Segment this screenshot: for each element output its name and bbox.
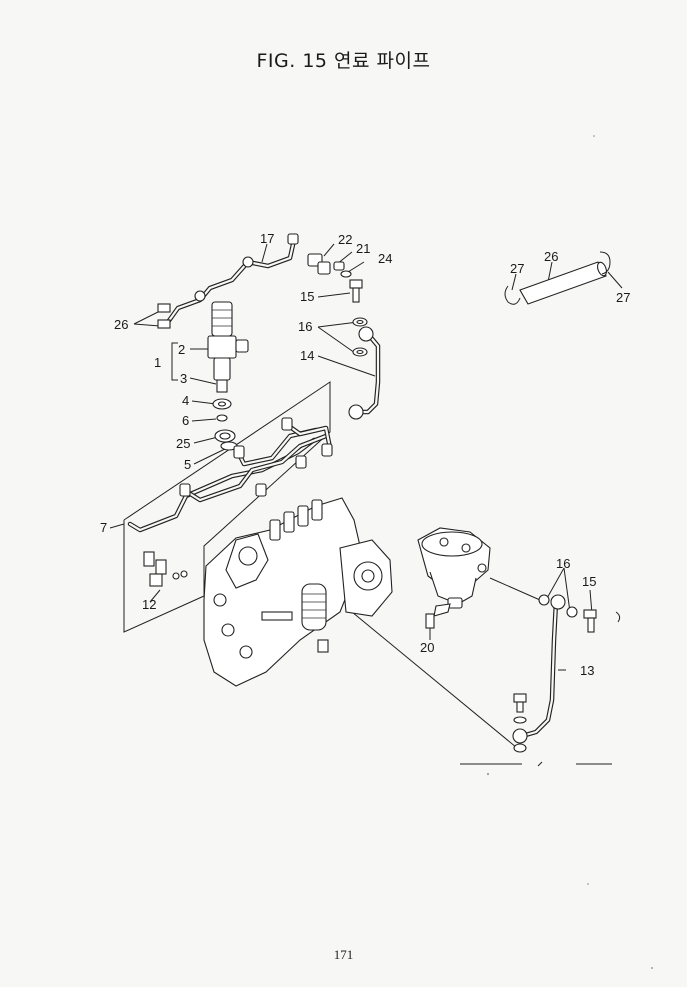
callout-23: 24 [378,251,392,266]
callout-5: 5 [184,457,191,472]
callout-20: 20 [420,640,434,655]
injection-pipes [127,417,333,587]
fuel-hose [504,251,611,305]
callout-12: 12 [142,597,156,612]
callout-14: 14 [300,348,314,363]
injection-pump [203,497,393,687]
fuel-filter [417,527,491,629]
callout-22: 22 [338,232,352,247]
overflow-fittings [307,253,368,357]
callout-6: 6 [182,413,189,428]
callout-27-right: 27 [616,290,630,305]
fuel-pipe [512,594,621,767]
callout-25: 26 [114,317,128,332]
callout-21: 21 [356,241,370,256]
callout-2: 2 [178,342,185,357]
page-title: FIG. 15 연료 파이프 [256,50,431,72]
callout-4: 4 [182,393,189,408]
nozzle-washers [212,398,238,451]
callout-15-right: 15 [582,574,596,589]
leader-lines [109,243,623,765]
callout-7: 7 [100,520,107,535]
callout-26: 26 [544,249,558,264]
leak-off-pipe [157,233,299,329]
callout-3: 3 [180,371,187,386]
callout-27-left: 27 [510,261,524,276]
scan-specks [487,135,653,969]
callout-16-top: 16 [298,319,312,334]
item-1-bracket [171,342,178,381]
callout-13: 13 [580,663,594,678]
callout-16-right: 16 [556,556,570,571]
callout-24: 25 [176,436,190,451]
injector-nozzle [207,301,249,393]
injection-pipe-frame [123,381,331,633]
page-number: 171 [333,947,354,962]
callout-17: 17 [260,231,274,246]
callout-1: 1 [154,355,161,370]
overflow-pipe [348,326,381,420]
callout-labels: 17 22 21 24 15 16 14 26 1 2 3 4 6 25 5 7… [100,231,630,678]
callout-15-top: 15 [300,289,314,304]
